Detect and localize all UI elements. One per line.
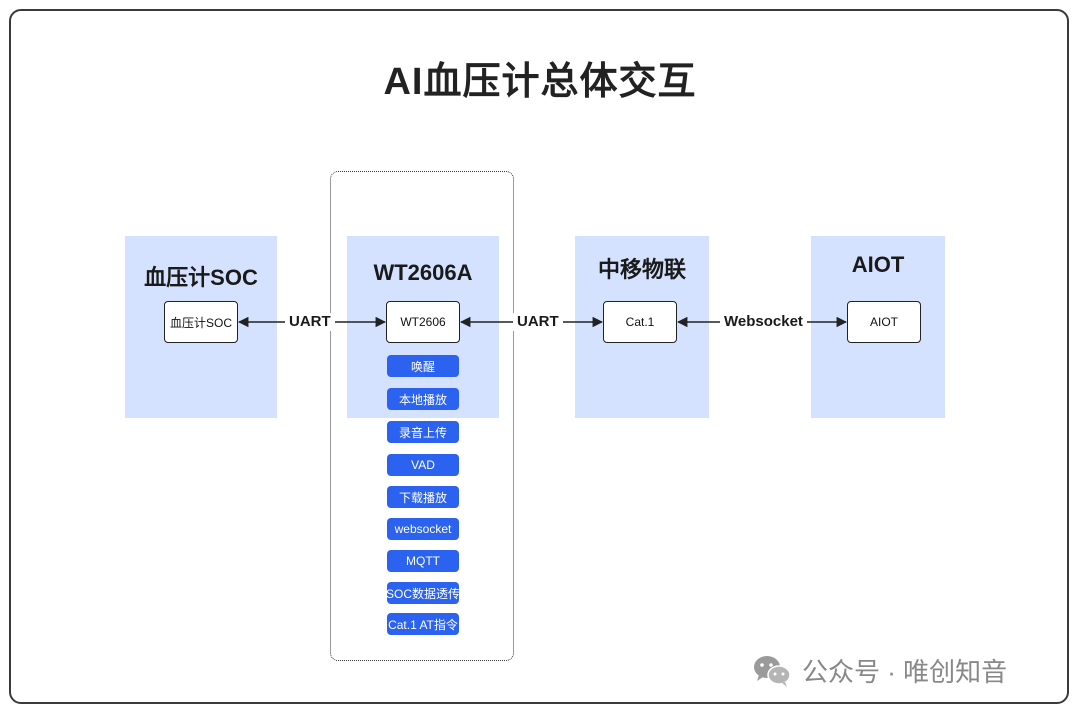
wt2606-module-boundary — [330, 171, 514, 661]
node-aiot: AIOT — [847, 301, 921, 343]
node-wt2606: WT2606 — [386, 301, 460, 343]
link-label-uart-2: UART — [513, 313, 563, 331]
feature-item: VAD — [387, 454, 459, 476]
feature-item: SOC数据透传 — [386, 582, 460, 604]
feature-item: 本地播放 — [387, 388, 459, 410]
feature-item: Cat.1 AT指令 — [387, 613, 459, 635]
feature-item: websocket — [387, 518, 459, 540]
watermark-text: 公众号 · 唯创知音 — [802, 657, 1008, 687]
feature-item: MQTT — [387, 550, 459, 572]
feature-item: 录音上传 — [387, 421, 459, 443]
feature-item: 下载播放 — [387, 486, 459, 508]
diagram-title: AI血压计总体交互 — [383, 61, 697, 103]
wechat-icon — [754, 655, 791, 687]
node-bp-soc: 血压计SOC — [164, 301, 238, 343]
panel-title: 血压计SOC — [144, 265, 258, 290]
panel-title: 中移物联 — [597, 257, 686, 282]
diagram-frame — [9, 9, 1069, 704]
node-cat1: Cat.1 — [603, 301, 677, 343]
panel-title: WT2606A — [373, 260, 473, 285]
watermark: 公众号 · 唯创知音 — [752, 652, 1007, 689]
link-label-uart-1: UART — [285, 313, 335, 331]
feature-item: 唤醒 — [387, 355, 459, 377]
link-label-websocket: Websocket — [720, 313, 807, 331]
panel-title: AIOT — [851, 252, 905, 277]
